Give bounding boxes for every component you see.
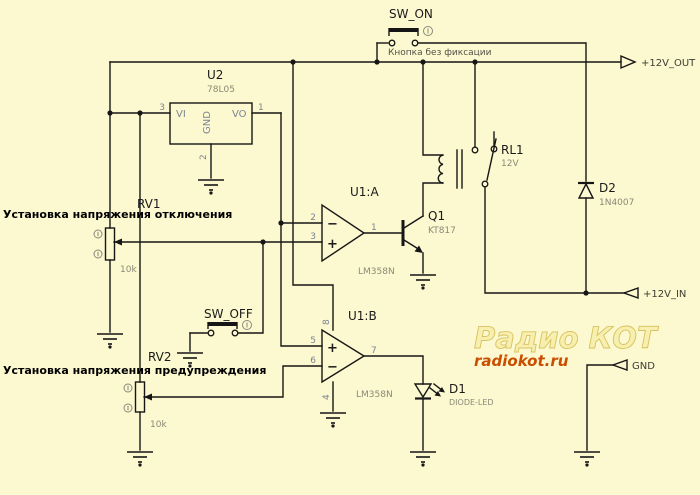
u1b-pin-5: 5 xyxy=(310,336,316,346)
port-12v-in-label: +12V_IN xyxy=(643,289,686,300)
watermark-title: Радио КОТ xyxy=(474,321,659,355)
u1b-plus-sign: + xyxy=(327,341,338,356)
u2-ref: U2 xyxy=(207,68,223,82)
u1a-value: LM358N xyxy=(358,267,395,277)
u2-pin-vo-name: VO xyxy=(232,109,247,120)
rv2-ref: RV2 xyxy=(148,350,172,364)
wire-sw-on-branch xyxy=(376,42,587,182)
u1b-pin-7: 7 xyxy=(371,346,377,356)
wire-relay-coil-branch xyxy=(422,61,444,217)
component-d2-diode: D2 1N4007 xyxy=(577,181,634,208)
watermark: Радио КОТ radiokot.ru xyxy=(474,321,660,370)
watermark-url: radiokot.ru xyxy=(474,352,569,370)
port-12v-out: +12V_OUT xyxy=(620,54,696,70)
sw-on-actuator-marker-icon[interactable] xyxy=(423,26,433,36)
component-u2-regulator: U2 78L05 VI VO GND 3 1 2 xyxy=(159,68,263,160)
sw-on-ref: SW_ON xyxy=(389,7,433,21)
u2-value: 78L05 xyxy=(207,85,235,95)
u2-pin-3: 3 xyxy=(159,103,165,113)
u1a-pin-2: 2 xyxy=(310,213,316,223)
u2-pin-1: 1 xyxy=(258,103,264,113)
component-d1-led: D1 DIODE-LED xyxy=(413,382,494,407)
u1a-plus-sign: + xyxy=(327,237,338,252)
u1b-value: LM358N xyxy=(356,390,393,400)
wire-relay-contact-branch xyxy=(474,61,625,294)
u1a-pin-1: 1 xyxy=(371,223,377,233)
u1b-ref: U1:B xyxy=(348,309,377,323)
rv1-increase-marker-icon[interactable] xyxy=(93,229,103,239)
port-gnd: GND xyxy=(610,359,655,372)
component-rv2-potentiometer[interactable]: RV2 10k xyxy=(123,350,172,430)
wire-u1b-output xyxy=(363,355,424,385)
d2-ref: D2 xyxy=(599,181,616,195)
component-sw-on-button[interactable]: SW_ON Кнопка без фиксации xyxy=(388,7,492,58)
rl1-ref: RL1 xyxy=(501,143,524,157)
u1b-pin-6: 6 xyxy=(310,356,316,366)
rv1-decrease-marker-icon[interactable] xyxy=(93,249,103,259)
component-q1-transistor: Q1 KT817 xyxy=(401,209,456,253)
u1a-ref: U1:A xyxy=(350,185,379,199)
port-12v-out-label: +12V_OUT xyxy=(641,58,696,69)
u1b-minus-sign: − xyxy=(327,360,338,375)
d1-ref: D1 xyxy=(449,382,466,396)
u1b-pin-4: 4 xyxy=(322,394,332,400)
rl1-value: 12V xyxy=(501,159,519,169)
rv2-decrease-marker-icon[interactable] xyxy=(123,403,133,413)
q1-value: KT817 xyxy=(428,226,456,236)
sw-on-note: Кнопка без фиксации xyxy=(388,48,492,58)
port-gnd-label: GND xyxy=(632,361,655,372)
rv2-increase-marker-icon[interactable] xyxy=(123,383,133,393)
wire-vcc-to-pin8 xyxy=(292,61,334,331)
d2-value: 1N4007 xyxy=(599,198,634,208)
wire-5v-reference xyxy=(251,112,323,347)
rv1-caption: Установка напряжения отключения xyxy=(3,208,232,221)
led-emission-arrows-icon xyxy=(429,383,445,397)
wire-rv2-wiper-to-pin6 xyxy=(143,365,323,398)
q1-ref: Q1 xyxy=(428,209,445,223)
u2-pin-2: 2 xyxy=(199,154,209,160)
u1a-pin-3: 3 xyxy=(310,232,316,242)
rv2-caption: Установка напряжения предупреждения xyxy=(3,364,266,377)
rv1-value: 10k xyxy=(120,265,137,275)
component-rl1-relay: RL1 12V xyxy=(437,138,524,189)
sw-off-ref: SW_OFF xyxy=(204,307,253,321)
junction-dots xyxy=(107,59,589,296)
u2-pin-gnd-name: GND xyxy=(202,111,213,134)
wire-sw-off-tap xyxy=(189,241,264,352)
component-u1a-opamp: − + U1:A LM358N 2 3 1 xyxy=(310,185,394,277)
u2-pin-vi-name: VI xyxy=(176,109,186,120)
sw-off-actuator-marker-icon[interactable] xyxy=(242,320,252,330)
wire-grounds xyxy=(109,143,614,451)
wire-12v-out-rail xyxy=(109,61,622,229)
d1-value: DIODE-LED xyxy=(449,398,494,407)
component-u1b-opamp: + − U1:B LM358N 5 6 7 8 4 xyxy=(310,309,392,400)
rv2-value: 10k xyxy=(150,420,167,430)
rv1-ref: RV1 xyxy=(137,197,161,211)
u1b-pin-8: 8 xyxy=(322,319,332,325)
ground-symbols xyxy=(97,179,600,467)
port-12v-in: +12V_IN xyxy=(621,287,686,300)
component-rv1-potentiometer[interactable]: RV1 10k xyxy=(93,197,161,275)
u1a-minus-sign: − xyxy=(327,217,338,232)
component-sw-off-button[interactable]: SW_OFF xyxy=(204,307,253,337)
